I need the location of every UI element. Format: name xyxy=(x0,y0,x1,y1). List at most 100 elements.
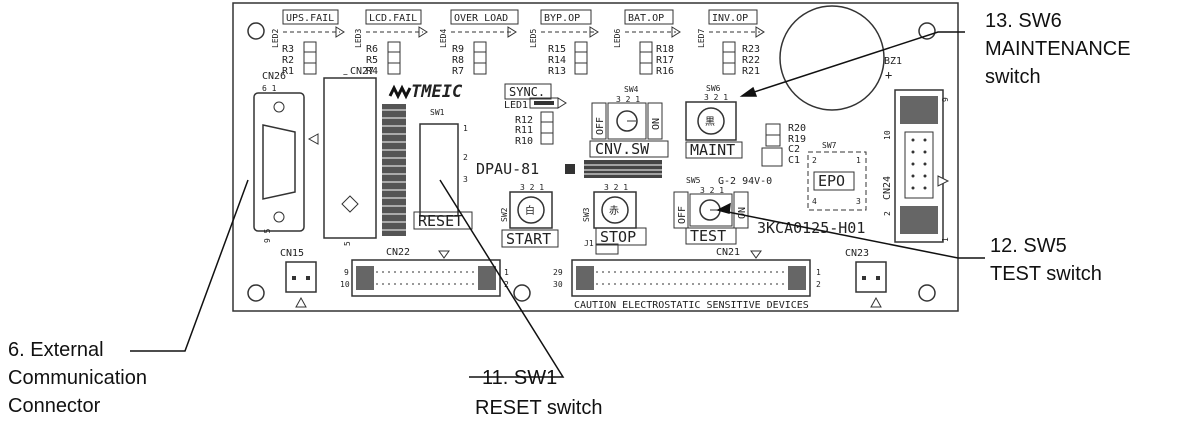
cn21-pin: 2 xyxy=(816,280,821,289)
leader-12 xyxy=(717,209,985,259)
sw5-pins: 3 2 1 xyxy=(700,186,724,195)
cnv-sw-label: CNV.SW xyxy=(595,140,650,158)
sw4-label: SW4 xyxy=(624,85,639,94)
resistor-label: R7 xyxy=(452,66,464,77)
cn21-pin: 1 xyxy=(816,268,821,277)
led-label: BAT.OP xyxy=(628,13,664,24)
led-arrow-icon xyxy=(507,26,517,38)
sw2-color: 白 xyxy=(525,204,535,217)
sw3-color: 赤 xyxy=(609,205,619,217)
sw2-pins: 3 2 1 xyxy=(520,183,544,192)
led-arrow-icon xyxy=(335,26,345,38)
resistor-label: R21 xyxy=(742,66,760,77)
callout-6: 6. External Communication Connector xyxy=(8,339,147,417)
led-id: LED3 xyxy=(354,29,363,48)
led-id: LED7 xyxy=(697,29,706,48)
tmeic-logo: TMEIC xyxy=(388,82,463,102)
callout-6-line3: Connector xyxy=(8,395,101,417)
cn22-pin: 10 xyxy=(340,280,350,289)
led-id: LED5 xyxy=(529,29,538,48)
cn26-connector: CN26 6 1 9 5 xyxy=(253,71,319,243)
led1-label: LED1 xyxy=(504,100,528,111)
resistor-label: R18 xyxy=(656,44,674,55)
logo-text: TMEIC xyxy=(411,82,463,102)
led-label: OVER LOAD xyxy=(454,13,508,24)
cn26-d-shape xyxy=(262,124,296,200)
callout-13-line1: 13. SW6 xyxy=(985,10,1062,32)
cn24-pin: 1 xyxy=(941,237,950,242)
rc-label: C2 xyxy=(788,144,800,155)
leader-11 xyxy=(439,179,565,378)
led-id: LED4 xyxy=(439,29,448,48)
sync-label: SYNC. xyxy=(509,85,545,99)
reset-label: RESET xyxy=(418,212,463,230)
sw2-label: SW2 xyxy=(500,207,509,222)
cn15-connector: CN15 xyxy=(280,248,317,308)
led-label: UPS.FAIL xyxy=(286,13,334,24)
rc-label: R20 xyxy=(788,123,806,134)
led-label: BYP.OP xyxy=(544,13,580,24)
resistor-label: R10 xyxy=(515,136,533,147)
cn27-label: CN27 xyxy=(350,66,374,77)
cn22-pin: 1 xyxy=(504,268,509,277)
sw5-on: ON xyxy=(737,207,748,219)
leader-6 xyxy=(130,179,249,352)
resistor-label: R22 xyxy=(742,55,760,66)
cn22-pin: 2 xyxy=(504,280,509,289)
led-row: UPS.FAIL LED2 R3 R2 R1 LCD.FAIL LED3 R6 … xyxy=(271,9,765,77)
leader-12-arrow-icon xyxy=(715,202,731,214)
cn23-arrow-icon xyxy=(870,296,882,308)
led-arrow-icon xyxy=(418,26,428,38)
resistor-label: R1 xyxy=(282,66,294,77)
sw5-label: SW5 xyxy=(686,176,701,185)
cn27-minus: − xyxy=(343,70,348,79)
sw7-pin: 4 xyxy=(812,197,817,206)
callout-11-line2: RESET switch xyxy=(475,397,602,419)
resistor-label: R6 xyxy=(366,44,378,55)
cn22-arrow-icon xyxy=(438,250,450,259)
cn22-pin: 9 xyxy=(344,268,349,277)
caution-text: CAUTION ELECTROSTATIC SENSITIVE DEVICES xyxy=(574,300,809,311)
led1-arrow-icon xyxy=(557,97,567,109)
cn27-hatch xyxy=(382,104,406,236)
cn23-connector: CN23 xyxy=(845,248,887,308)
led-arrow-icon xyxy=(671,26,681,38)
sw7-label: SW7 xyxy=(822,141,837,150)
start-label: START xyxy=(506,230,551,248)
cn26-pins-bottom: 9 5 xyxy=(263,228,272,243)
sw7-pin: 1 xyxy=(856,156,861,165)
mount-hole-br xyxy=(918,284,936,302)
callout-12-line1: 12. SW5 xyxy=(990,235,1067,257)
resistor-label: R4 xyxy=(366,66,378,77)
sw1-pin: 3 xyxy=(463,175,468,184)
sw6-maint-switch: SW6 3 2 1 黒 MAINT xyxy=(685,84,743,159)
led-unit-led4: OVER LOAD LED4 R9 R8 R7 xyxy=(439,9,519,77)
cn24-label: CN24 xyxy=(882,176,893,200)
cn21-pin: 30 xyxy=(553,280,563,289)
resistor-label: R14 xyxy=(548,55,566,66)
mount-hole-tl xyxy=(247,22,265,40)
sw5-off: OFF xyxy=(677,206,688,224)
cn24-pin: 10 xyxy=(883,130,892,140)
resistor-label: R2 xyxy=(282,55,294,66)
callout-11-line1: 11. SW1 xyxy=(482,367,557,389)
led-label: LCD.FAIL xyxy=(369,13,417,24)
sw7-epo: SW7 2 1 EPO 4 3 xyxy=(807,141,867,211)
sw2-start-switch: SW2 3 2 1 白 START xyxy=(500,183,559,248)
sync-led: SYNC. LED1 R12 R11 R10 xyxy=(504,83,567,147)
leader-13-arrow-icon xyxy=(739,86,758,97)
mount-hole-bm xyxy=(513,284,531,302)
cn15-arrow-icon xyxy=(295,296,307,308)
callout-6-line1: 6. External xyxy=(8,339,104,361)
callout-13: 13. SW6 MAINTENANCE switch xyxy=(985,10,1131,88)
cn26-label: CN26 xyxy=(262,71,286,82)
cn24-connector: CN24 10 9 2 1 xyxy=(882,89,950,243)
cn22-label: CN22 xyxy=(386,247,410,258)
bz1-plus: + xyxy=(885,68,892,82)
test-label: TEST xyxy=(690,227,726,245)
cn22-connector: CN22 9 10 1 2 xyxy=(340,247,509,297)
led-unit-led6: BAT.OP LED6 R18 R17 R16 xyxy=(613,9,681,77)
led-arrow-icon xyxy=(589,26,599,38)
led-label-box xyxy=(282,9,339,25)
